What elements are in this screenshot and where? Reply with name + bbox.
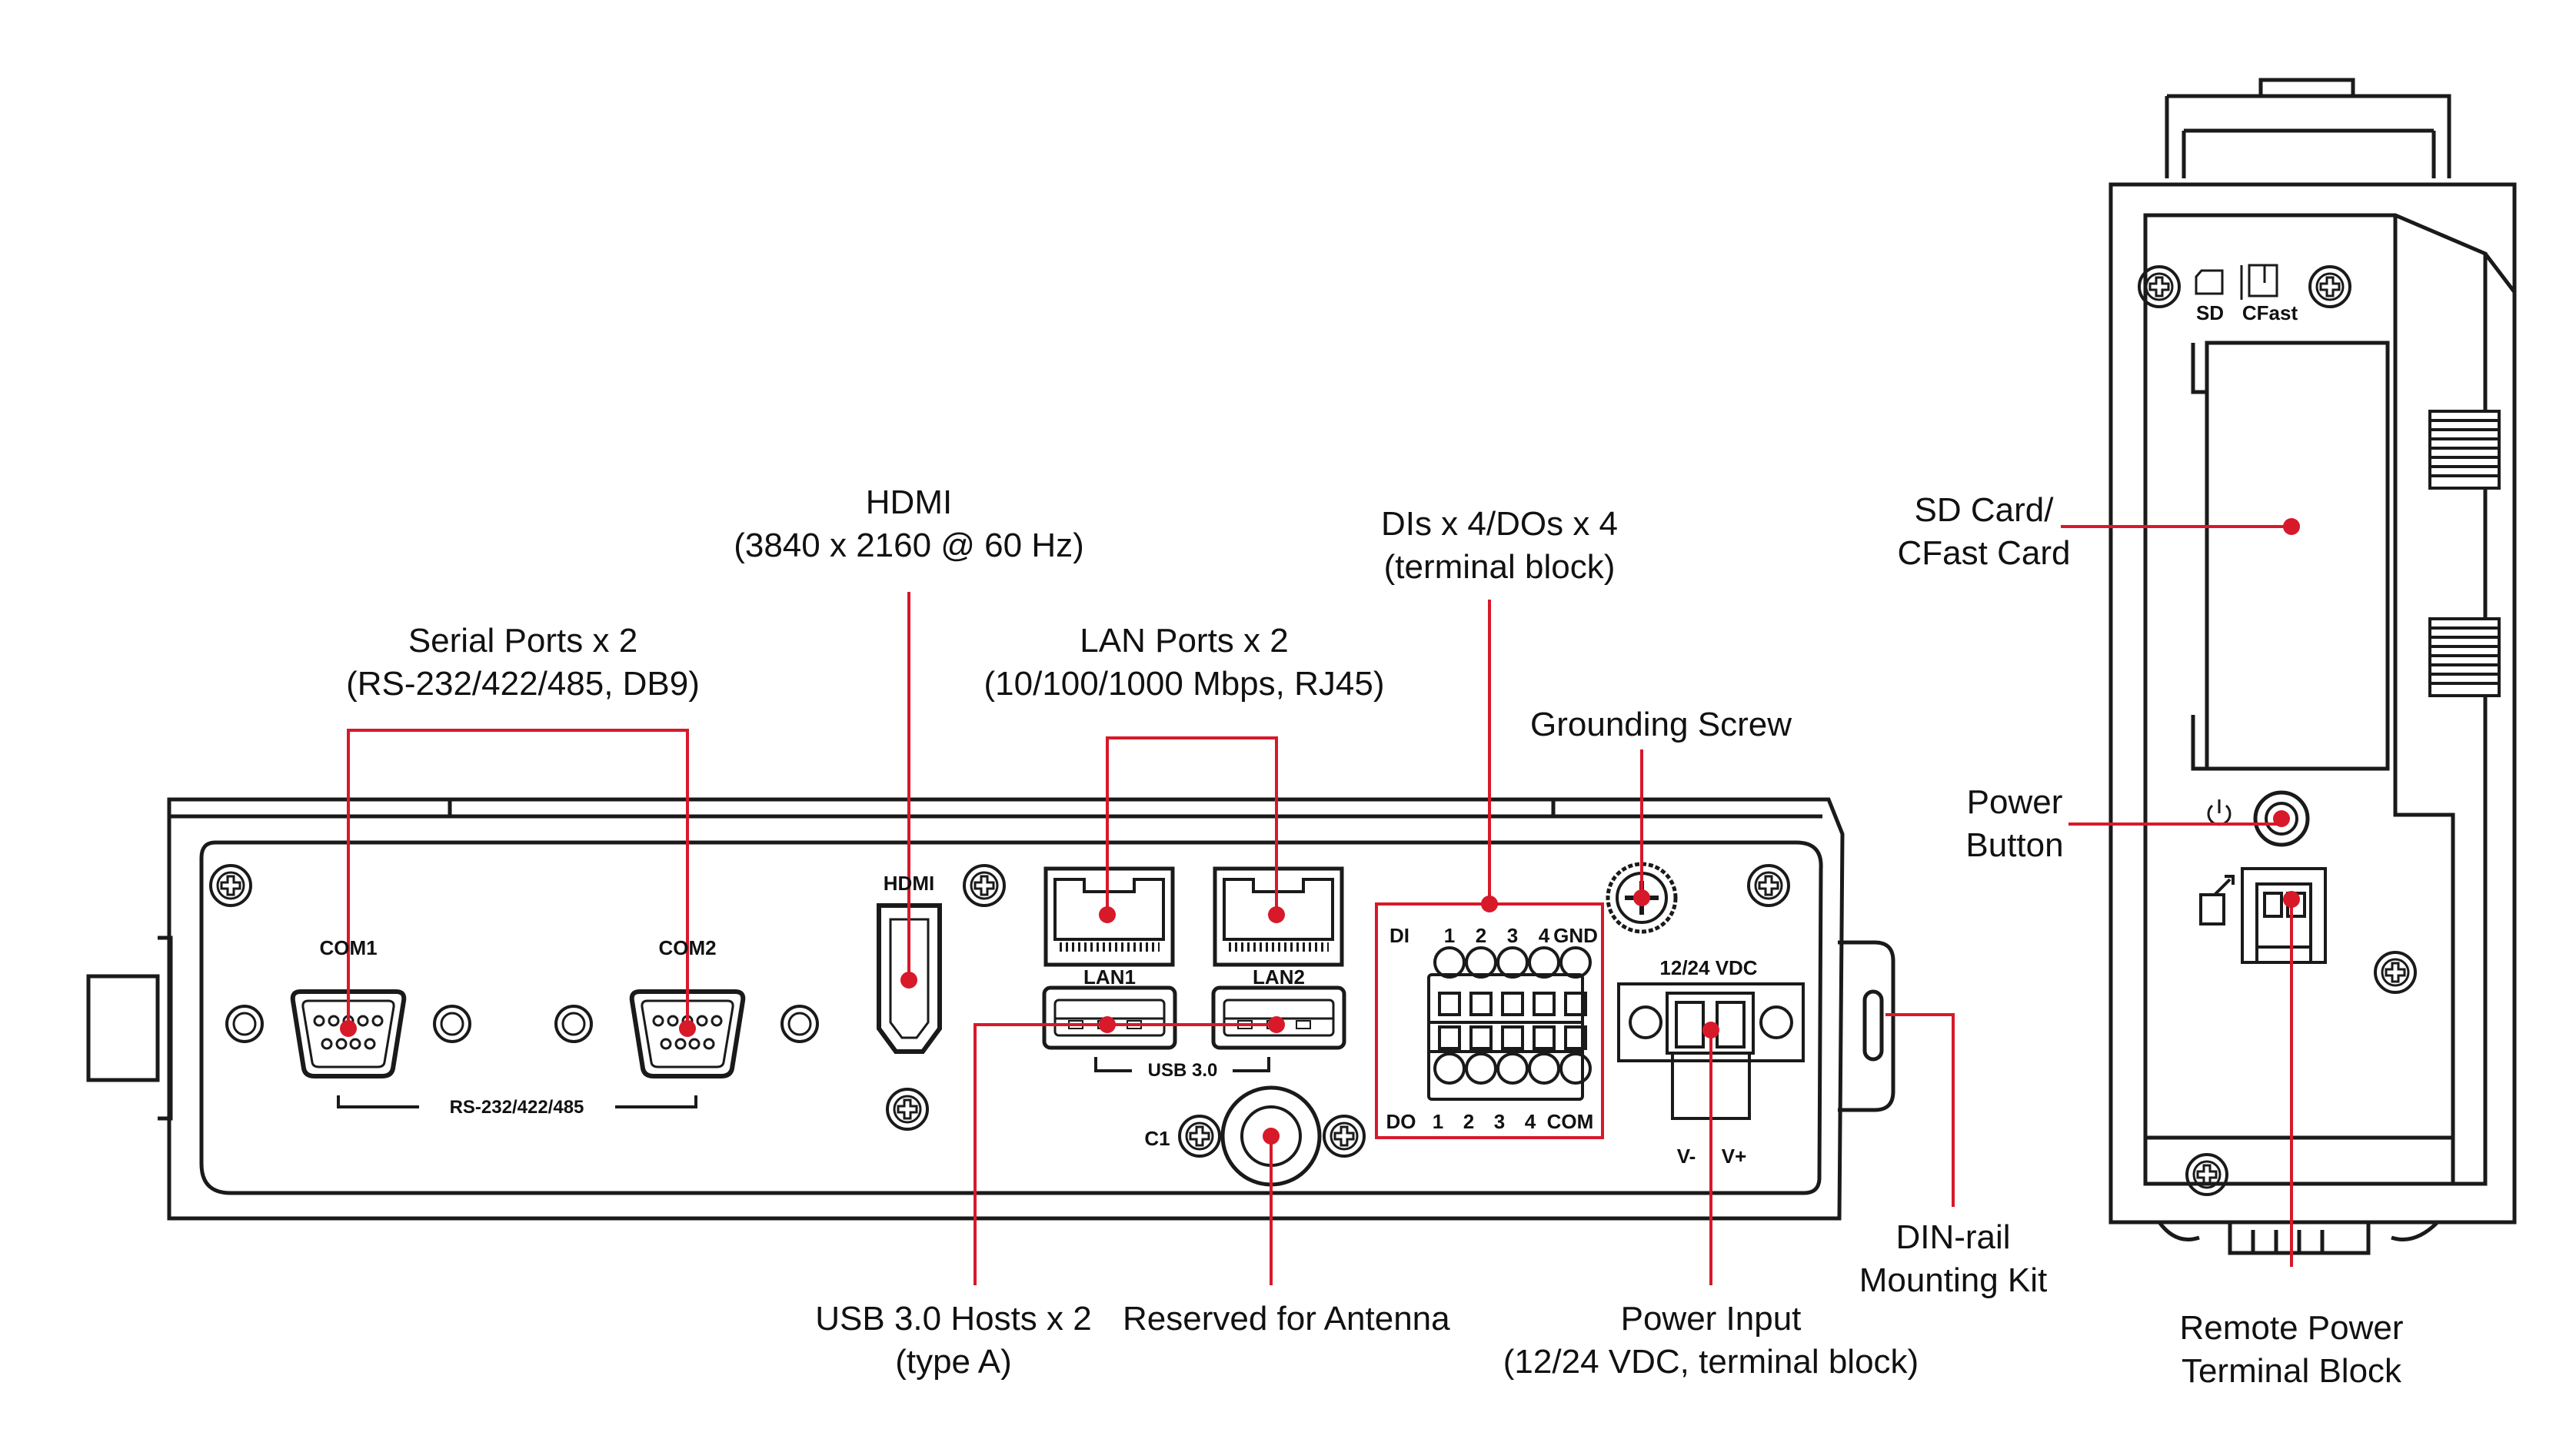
c1-label: C1 — [1144, 1127, 1170, 1150]
callout-hdmi-line1: HDMI — [865, 484, 953, 521]
callout-power-button-line1: Power — [1966, 783, 2063, 821]
callout-sdcard: SD Card/ CFast Card — [1876, 489, 2092, 575]
callout-sdcard-line2: CFast Card — [1897, 534, 2071, 572]
di-pin1: 1 — [1444, 924, 1455, 947]
callout-lan-line2: (10/100/1000 Mbps, RJ45) — [983, 665, 1385, 703]
callout-dio: DIs x 4/DOs x 4 (terminal block) — [1338, 503, 1661, 589]
callout-dots — [340, 518, 2300, 1145]
leader-lines — [347, 525, 2293, 1285]
di-pin2: 2 — [1476, 924, 1486, 947]
di-pin3: 3 — [1507, 924, 1518, 947]
do-pin3: 3 — [1494, 1110, 1505, 1133]
callout-usb-line2: (type A) — [895, 1343, 1012, 1381]
callout-ground-line1: Grounding Screw — [1530, 706, 1792, 743]
callout-power-input-line1: Power Input — [1620, 1300, 1802, 1338]
callout-usb: USB 3.0 Hosts x 2 (type A) — [792, 1298, 1115, 1384]
sd-label: SD — [2196, 301, 2224, 324]
do-pin2: 2 — [1463, 1110, 1474, 1133]
callout-antenna-line1: Reserved for Antenna — [1123, 1300, 1450, 1338]
vminus-label: V- — [1677, 1145, 1696, 1168]
com1-label: COM1 — [319, 936, 377, 959]
usb30-label: USB 3.0 — [1148, 1060, 1218, 1081]
cfast-label: CFast — [2242, 301, 2298, 324]
callout-sdcard-line1: SD Card/ — [1914, 491, 2054, 529]
callout-power-button-line2: Button — [1965, 826, 2064, 864]
gnd-label: GND — [1553, 924, 1598, 947]
lan2-label: LAN2 — [1253, 965, 1305, 989]
do-pin4: 4 — [1525, 1110, 1536, 1133]
callout-hdmi-line2: (3840 x 2160 @ 60 Hz) — [734, 527, 1084, 564]
front-panel — [86, 797, 1895, 1221]
callout-remote-power: Remote Power Terminal Block — [2153, 1307, 2430, 1393]
com2-label: COM2 — [658, 936, 716, 959]
callout-remote-power-line2: Terminal Block — [2181, 1352, 2402, 1390]
lan1-label: LAN1 — [1083, 965, 1136, 989]
callout-dinrail-line2: Mounting Kit — [1859, 1261, 2048, 1299]
callout-dinrail: DIN-rail Mounting Kit — [1838, 1216, 2068, 1302]
di-label: DI — [1390, 924, 1409, 947]
do-label: DO — [1386, 1110, 1416, 1133]
callout-antenna: Reserved for Antenna — [1123, 1298, 1450, 1341]
callout-usb-line1: USB 3.0 Hosts x 2 — [815, 1300, 1092, 1338]
hdmi-port-label: HDMI — [884, 872, 934, 895]
di-pin4: 4 — [1539, 924, 1550, 947]
callout-ground: Grounding Screw — [1492, 703, 1830, 746]
com-label: COM — [1547, 1110, 1594, 1133]
callout-serial-line1: Serial Ports x 2 — [408, 622, 638, 660]
callout-lan-line1: LAN Ports x 2 — [1080, 622, 1289, 660]
callout-hdmi: HDMI (3840 x 2160 @ 60 Hz) — [717, 481, 1101, 567]
callout-lan: LAN Ports x 2 (10/100/1000 Mbps, RJ45) — [969, 620, 1399, 706]
callout-remote-power-line1: Remote Power — [2179, 1309, 2404, 1347]
side-panel — [2108, 78, 2517, 1255]
vdc-label: 12/24 VDC — [1659, 956, 1757, 979]
vplus-label: V+ — [1722, 1145, 1747, 1168]
callout-serial-line2: (RS-232/422/485, DB9) — [346, 665, 700, 703]
callout-serial: Serial Ports x 2 (RS-232/422/485, DB9) — [323, 620, 723, 706]
callout-power-input-line2: (12/24 VDC, terminal block) — [1503, 1343, 1919, 1381]
callout-dio-line2: (terminal block) — [1383, 548, 1616, 586]
callout-dinrail-line1: DIN-rail — [1895, 1218, 2011, 1256]
do-pin1: 1 — [1433, 1110, 1443, 1133]
callout-dio-line1: DIs x 4/DOs x 4 — [1380, 505, 1619, 543]
callout-power-input: Power Input (12/24 VDC, terminal block) — [1476, 1298, 1945, 1384]
callout-power-button: Power Button — [1945, 781, 2084, 867]
rs-label: RS-232/422/485 — [450, 1097, 584, 1118]
